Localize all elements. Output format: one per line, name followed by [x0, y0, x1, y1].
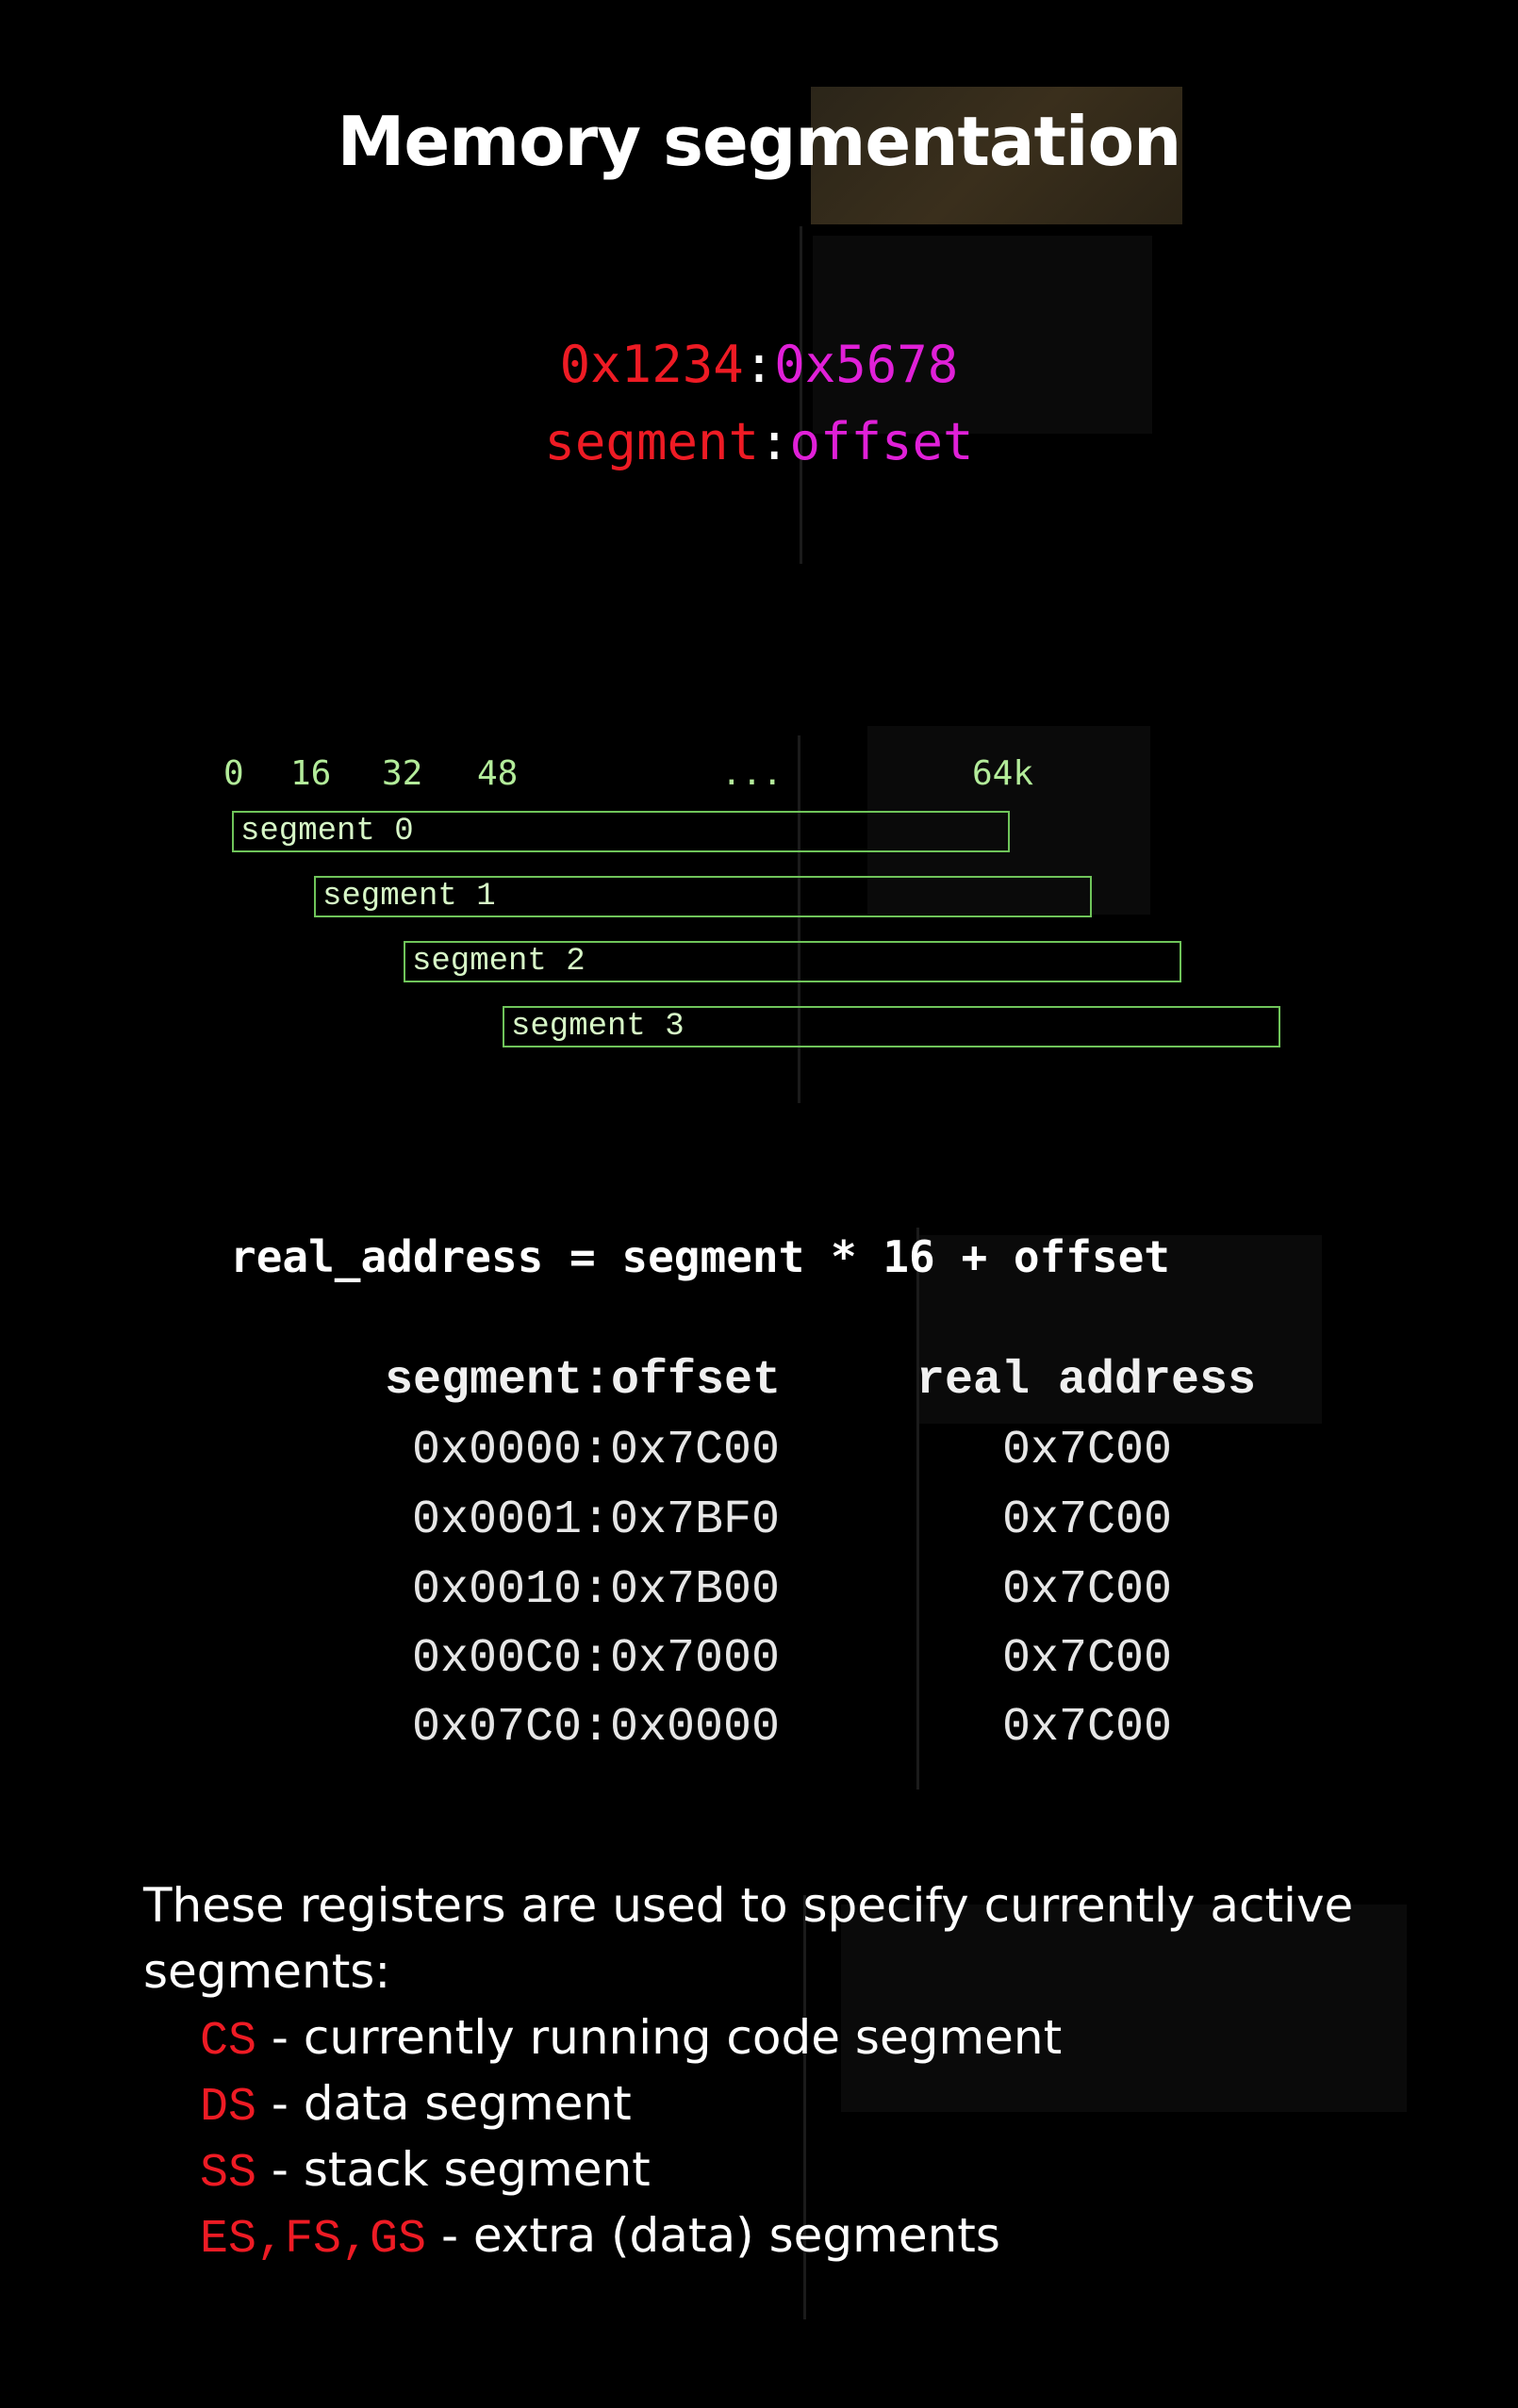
address-example-values: 0x1234:0x5678: [0, 339, 1518, 390]
tick-label: 64k: [972, 754, 1034, 793]
table-cell-segment-offset: 0x0000:0x7C00: [412, 1424, 781, 1477]
register-item: CS - currently running code segment: [200, 2010, 1062, 2069]
real-address-formula: real_address = segment * 16 + offset: [230, 1231, 1170, 1282]
table-cell-segment-offset: 0x07C0:0x0000: [412, 1701, 781, 1755]
tick-label: 16: [290, 754, 332, 793]
segment-box-label: segment 2: [412, 944, 586, 980]
register-description: - currently running code segment: [256, 2010, 1063, 2065]
table-cell-real-address: 0x7C00: [1002, 1701, 1173, 1755]
table-cell-segment-offset: 0x0010:0x7B00: [412, 1563, 781, 1617]
tick-label: 48: [477, 754, 519, 793]
register-name: ES,FS,GS: [200, 2213, 427, 2267]
segment-box-label: segment 0: [240, 814, 414, 849]
segment-label: segment: [544, 412, 759, 471]
register-item: SS - stack segment: [200, 2142, 651, 2201]
register-name: SS: [200, 2147, 257, 2201]
separator: :: [758, 412, 790, 471]
register-item: DS - data segment: [200, 2076, 632, 2135]
segment-box-label: segment 3: [511, 1009, 685, 1045]
table-cell-segment-offset: 0x00C0:0x7000: [412, 1632, 781, 1686]
background-ghost-line: [800, 226, 802, 564]
background-ghost-line: [798, 735, 800, 1103]
tick-label: ...: [721, 754, 784, 793]
segment-box: segment 3: [503, 1006, 1280, 1047]
register-description: - extra (data) segments: [426, 2208, 1000, 2263]
address-example-labels: segment:offset: [0, 417, 1518, 468]
registers-intro-line: segments:: [143, 1944, 391, 1999]
segment-box: segment 1: [314, 876, 1092, 917]
table-cell-real-address: 0x7C00: [1002, 1493, 1173, 1547]
register-item: ES,FS,GS - extra (data) segments: [200, 2208, 1000, 2267]
table-cell-segment-offset: 0x0001:0x7BF0: [412, 1493, 781, 1547]
register-description: - stack segment: [256, 2142, 651, 2197]
separator: :: [743, 335, 775, 394]
table-cell-real-address: 0x7C00: [1002, 1632, 1173, 1686]
register-name: CS: [200, 2015, 257, 2069]
registers-intro-line: These registers are used to specify curr…: [143, 1878, 1354, 1933]
background-ghost-panel: [813, 236, 1152, 434]
segment-box: segment 2: [404, 941, 1181, 982]
offset-value: 0x5678: [774, 335, 959, 394]
table-cell-real-address: 0x7C00: [1002, 1563, 1173, 1617]
segment-box-label: segment 1: [322, 879, 496, 915]
background-ghost-line: [916, 1228, 919, 1790]
offset-label: offset: [789, 412, 974, 471]
segment-box: segment 0: [232, 811, 1010, 852]
register-name: DS: [200, 2081, 257, 2135]
background-ghost-panel: [841, 1905, 1407, 2112]
register-description: - data segment: [256, 2076, 632, 2131]
table-header-real-address: real address: [916, 1354, 1257, 1408]
background-ghost-panel: [916, 1235, 1322, 1424]
table-header-segment-offset: segment:offset: [385, 1354, 782, 1408]
background-highlight: [811, 87, 1182, 224]
table-cell-real-address: 0x7C00: [1002, 1424, 1173, 1477]
tick-label: 0: [223, 754, 244, 793]
segment-value: 0x1234: [559, 335, 744, 394]
tick-label: 32: [382, 754, 423, 793]
background-ghost-line: [803, 1895, 806, 2319]
page-title: Memory segmentation: [337, 102, 1182, 181]
